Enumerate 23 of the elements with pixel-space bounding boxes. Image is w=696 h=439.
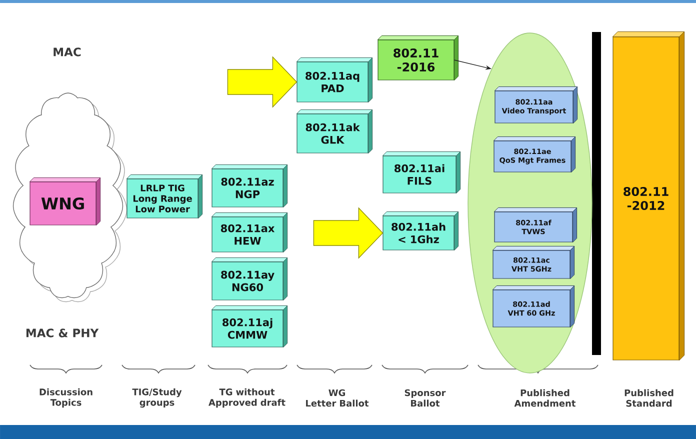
- stage-label: WG Letter Ballot: [306, 389, 369, 407]
- standard-box: 802.11 -2012: [612, 31, 685, 361]
- stage-label: Published Amendment: [514, 389, 576, 407]
- stage-label: Discussion Topics: [40, 388, 92, 408]
- topic-box: WNG: [29, 177, 101, 226]
- standard-box: 802.11 -2016: [377, 35, 459, 81]
- project-box: 802.11ak GLK: [296, 109, 373, 154]
- project-box: 802.11aj CMMW: [211, 305, 288, 348]
- project-box: 802.11ay NG60: [211, 257, 288, 301]
- block-arrow: [313, 207, 384, 259]
- project-box: 802.11ai FILS: [382, 151, 461, 194]
- stage-label: TIG/Study groups: [132, 388, 182, 408]
- project-box: 802.11aq PAD: [296, 57, 373, 103]
- stage-label: Sponsor Ballot: [404, 389, 446, 407]
- layer-label: MAC & PHY: [26, 328, 99, 338]
- group-box: LRLP TIG Long Range Low Power: [126, 174, 203, 219]
- stage-label: TG without Approved draft: [208, 388, 286, 408]
- block-arrow: [227, 56, 298, 108]
- layer-label: MAC: [54, 48, 81, 56]
- project-box: 802.11ah < 1Ghz: [382, 211, 459, 251]
- stage-label: Published Standard: [624, 389, 674, 407]
- project-box: 802.11az NGP: [211, 164, 288, 208]
- project-box: 802.11ax HEW: [211, 212, 288, 253]
